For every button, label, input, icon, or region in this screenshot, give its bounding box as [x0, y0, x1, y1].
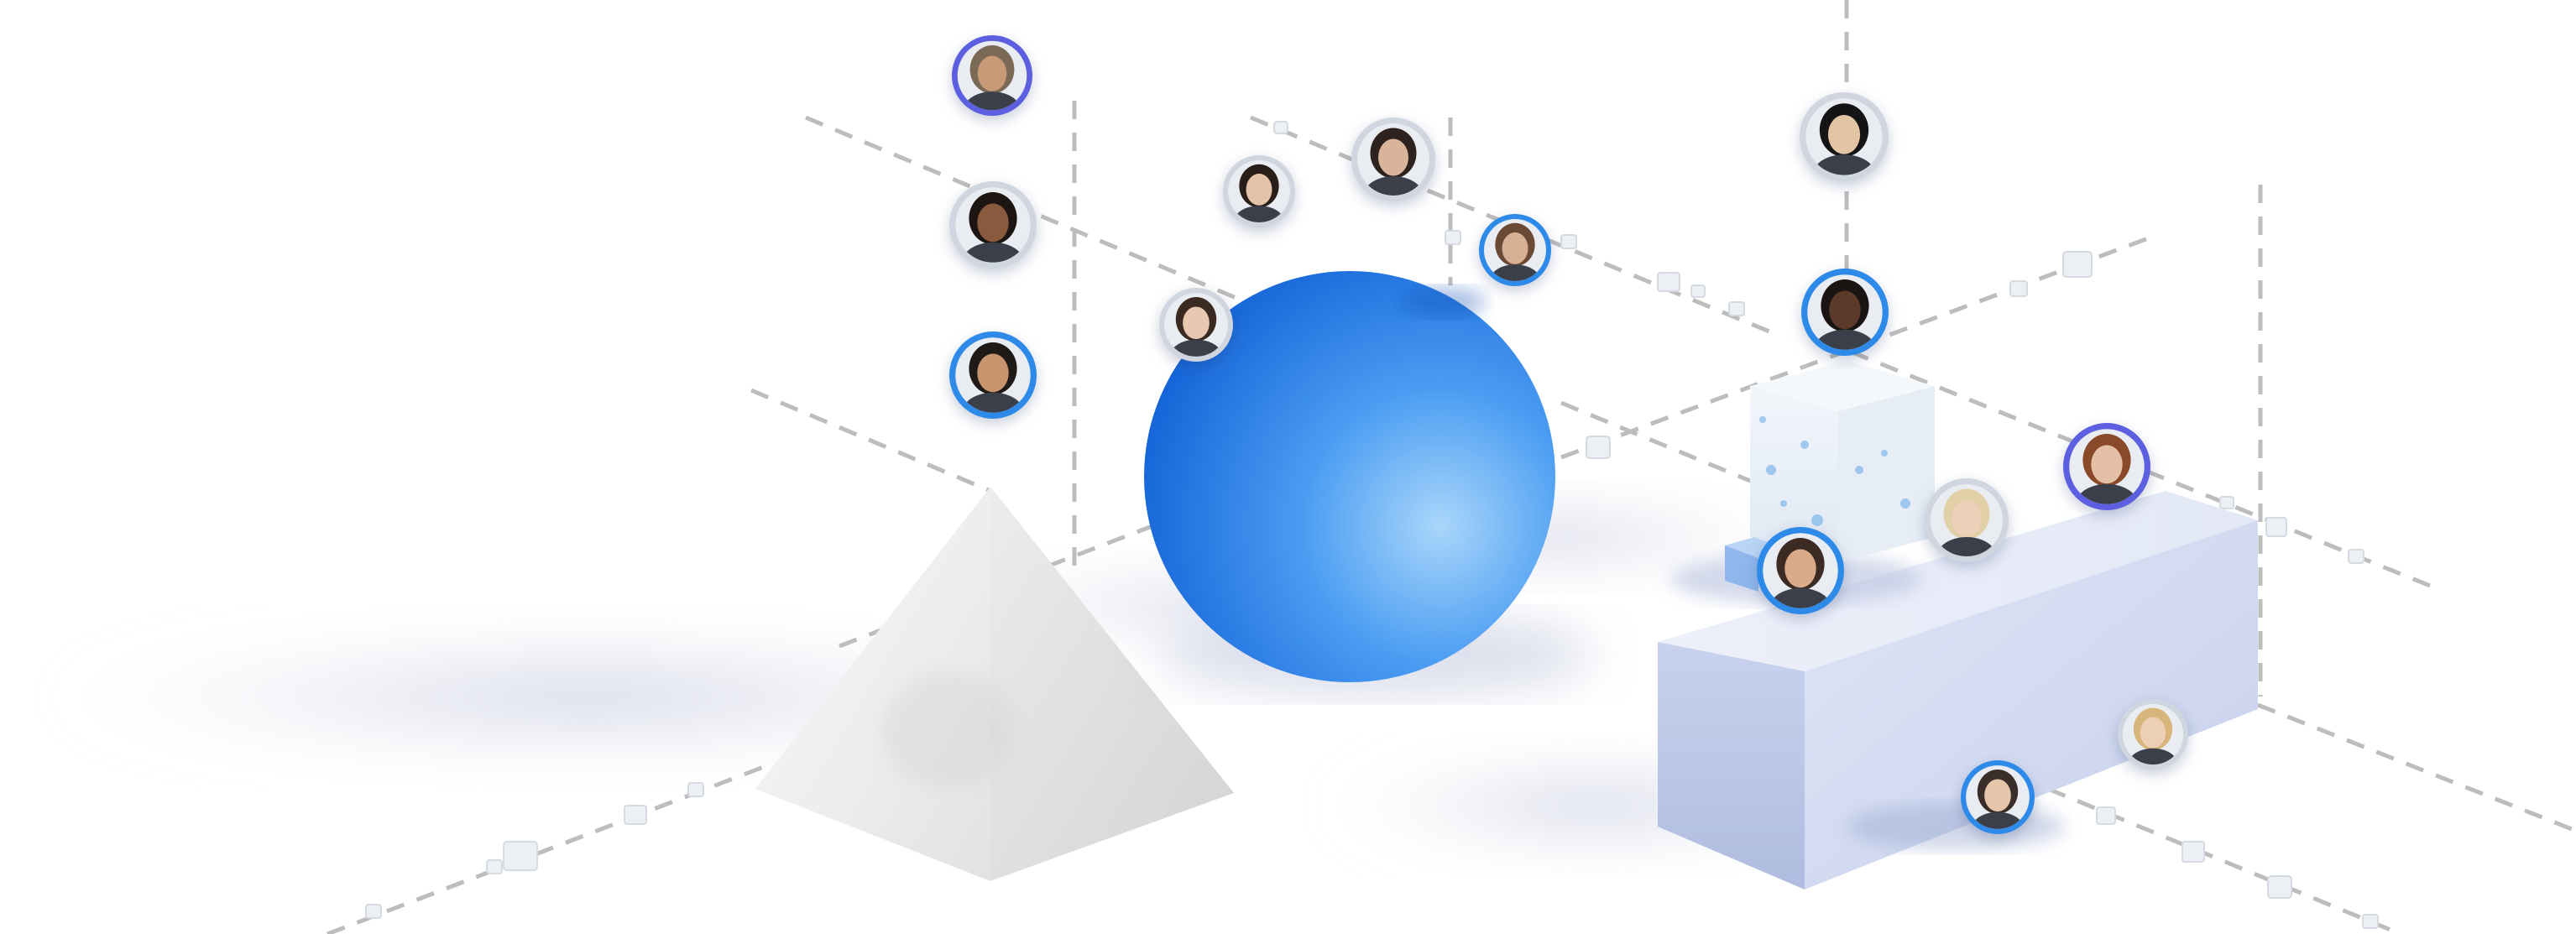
avatar-woman-red-glasses: [2063, 423, 2150, 510]
avatar-man-glasses: [1800, 92, 1889, 181]
avatar-woman-bun: [1223, 155, 1295, 227]
avatar-man-cap-beard: [952, 35, 1032, 116]
avatar-woman-blonde: [1925, 478, 2009, 562]
avatar-man-stubble: [1757, 527, 1844, 614]
avatar-woman-curly-hair: [949, 181, 1037, 269]
pyramid: [755, 487, 1234, 881]
small-cubes: [365, 121, 2379, 929]
avatar-woman-short-blonde: [2118, 699, 2188, 770]
avatar-group: [949, 35, 2188, 834]
avatar-woman-brunette: [1159, 288, 1233, 362]
avatar-woman-dark: [1801, 269, 1889, 356]
avatar-man-smiling: [949, 331, 1037, 419]
avatar-man-glasses-blue: [1961, 760, 2035, 834]
avatar-woman-curly-blue: [1479, 214, 1551, 286]
avatar-woman-laughing: [1351, 117, 1435, 201]
sphere: [1144, 271, 1595, 697]
